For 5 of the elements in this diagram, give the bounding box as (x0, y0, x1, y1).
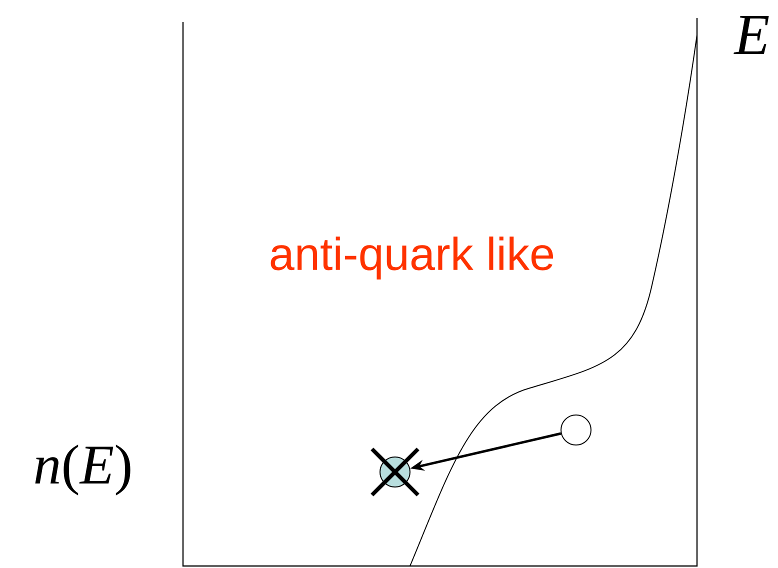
axis-label: n(E) (35, 444, 130, 496)
axis-label: E (734, 16, 769, 54)
annotation-text: anti-quark like (270, 236, 554, 280)
circle-marker (380, 456, 410, 488)
circle-marker (560, 414, 592, 446)
